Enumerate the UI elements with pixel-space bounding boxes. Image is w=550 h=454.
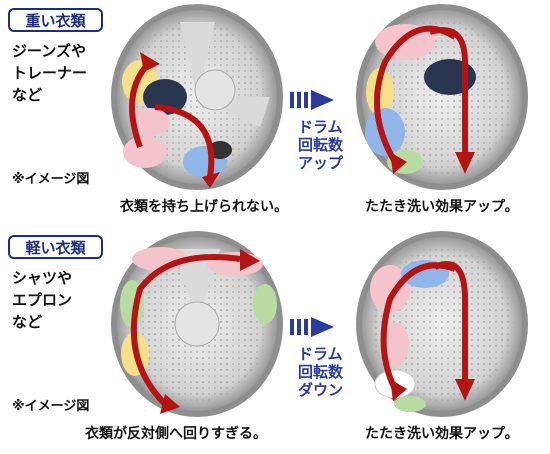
light-left-caption: 衣類が反対側へ回りすぎる。: [85, 426, 267, 442]
heavy-panel: 重い衣類 ジーンズや トレーナー など ※イメージ図: [8, 4, 528, 215]
light-panel: 軽い衣類 シャツや エプロン など ※イメージ図 ドラム 回転数 ダウン: [0, 227, 550, 454]
heavy-desc-line: など: [12, 86, 43, 104]
heavy-mid-line: 回転数: [298, 136, 344, 154]
triple-chevron-right-icon: [290, 317, 334, 337]
light-mid-line: ダウン: [298, 381, 344, 399]
light-desc-line: エプロン: [12, 291, 73, 309]
heavy-tag: 重い衣類: [8, 8, 103, 32]
heavy-mid-line: ドラム: [298, 118, 343, 136]
heavy-desc-line: トレーナー: [12, 64, 88, 82]
light-mid-line: 回転数: [298, 363, 344, 381]
heavy-right-caption: たたき洗い効果アップ。: [365, 199, 519, 215]
light-mid-label: ドラム 回転数 ダウン: [298, 345, 358, 399]
heavy-image-note: ※イメージ図: [12, 172, 90, 187]
heavy-left-caption: 衣類を持ち上げられない。: [120, 199, 288, 215]
light-left-drum: [111, 231, 283, 417]
light-tag: 軽い衣類: [8, 235, 103, 259]
heavy-mid-line: アップ: [298, 154, 344, 172]
heavy-left-drum: [111, 4, 283, 190]
light-description: シャツや エプロン など: [12, 267, 72, 333]
light-right-caption: たたき洗い効果アップ。: [365, 426, 519, 442]
heavy-description: ジーンズや トレーナー など: [12, 40, 87, 106]
heavy-mid-label: ドラム 回転数 アップ: [298, 118, 358, 172]
light-mid-line: ドラム: [298, 345, 343, 363]
light-image-note: ※イメージ図: [12, 399, 90, 414]
light-desc-line: など: [12, 313, 43, 331]
heavy-desc-line: ジーンズや: [12, 42, 86, 60]
light-right-drum: [356, 231, 528, 417]
heavy-right-drum: [356, 4, 528, 190]
triple-chevron-right-icon: [290, 90, 334, 110]
light-desc-line: シャツや: [12, 269, 73, 287]
